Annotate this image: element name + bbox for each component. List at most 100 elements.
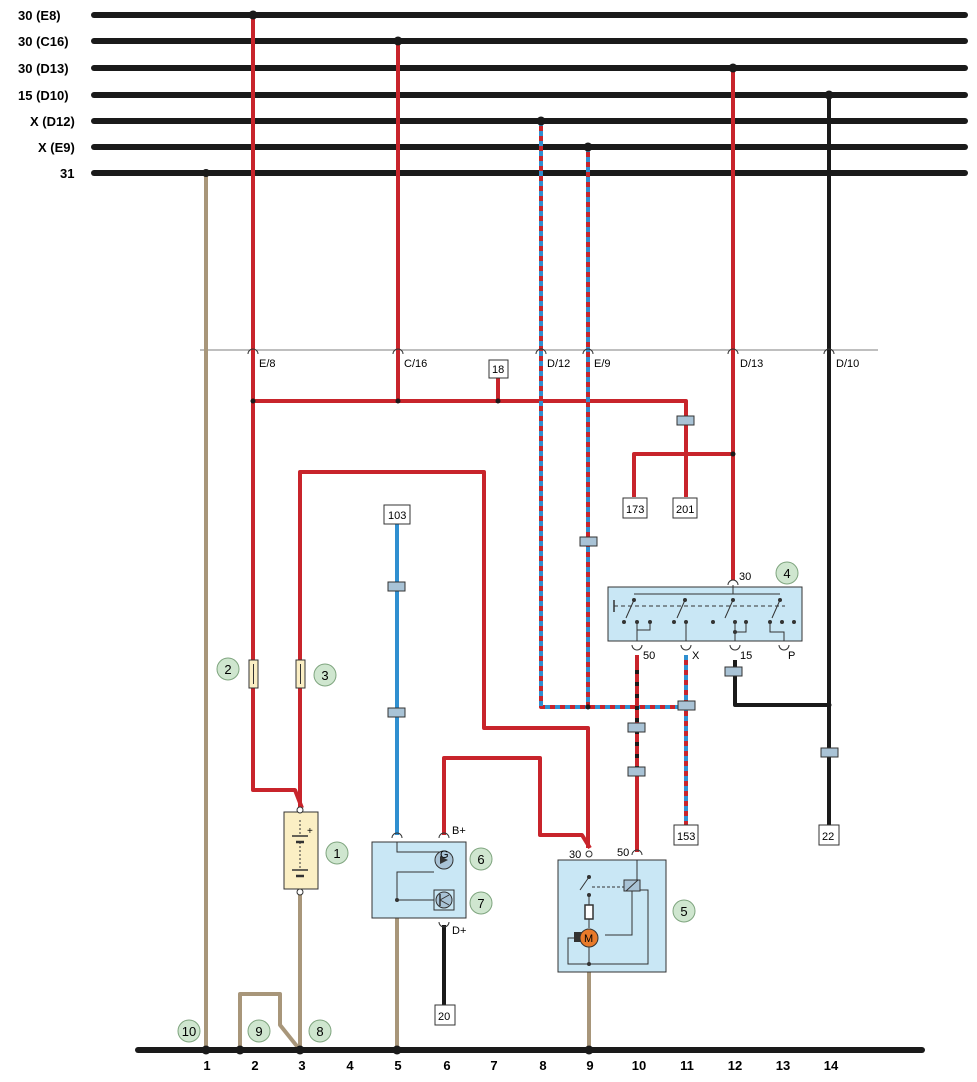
rail-label-15-d10: 15 (D10): [18, 88, 69, 103]
wire-feed-18-201: [253, 399, 688, 497]
callout-4-label: 4: [783, 566, 790, 581]
rail-label-30-d13: 30 (D13): [18, 61, 69, 76]
callout-10: [177, 1019, 201, 1043]
callout-8: [308, 1019, 332, 1043]
ground-junctions: [201, 1045, 594, 1055]
reference-boxes: [383, 359, 840, 1026]
junction-18: [495, 398, 501, 404]
col-2: 2: [251, 1058, 258, 1073]
col-3: 3: [298, 1058, 305, 1073]
wire-173: [632, 452, 733, 497]
rail-label-x-e9: X (E9): [38, 140, 75, 155]
junction-173: [730, 451, 736, 457]
callout-6-label: 6: [477, 852, 484, 867]
ref-box-153: [673, 824, 699, 846]
junction-e8: [248, 10, 258, 20]
starter: M: [557, 849, 667, 973]
ref-label-103: 103: [388, 510, 406, 522]
connector-label-c16: C/16: [404, 358, 427, 370]
col-13: 13: [776, 1058, 790, 1073]
junction-31: [202, 169, 210, 177]
ref-box-20: [434, 1004, 456, 1026]
rail-label-30-c16: 30 (C16): [18, 34, 69, 49]
switch-pin-30: 30: [739, 571, 751, 583]
callout-4: [775, 561, 799, 585]
generator: G: [371, 832, 467, 928]
callout-2-label: 2: [224, 662, 231, 677]
switch-pin-50: 50: [643, 650, 655, 662]
plug-103-a: [387, 581, 406, 592]
callouts: [177, 561, 799, 1043]
svg-text:+: +: [307, 826, 313, 837]
starter-pin-30: 30: [569, 849, 581, 861]
callout-1-label: 1: [333, 846, 340, 861]
plug-103-b: [387, 707, 406, 718]
switch-pin-15: 15: [740, 650, 752, 662]
wire-15-to-d10: [733, 660, 829, 707]
junction-d10-15: [826, 702, 832, 708]
wire-d12-stripe: [539, 121, 688, 825]
connector-label-e8: E/8: [259, 358, 276, 370]
bus-rails: [91, 12, 968, 176]
column-numbers: 1 2 3 4 5 6 7 8 9 10 11 12 13 14: [203, 1058, 839, 1073]
callout-8-label: 8: [316, 1024, 323, 1039]
wire-bplus: [442, 756, 592, 850]
connector-mark-d10: [823, 348, 835, 355]
plug-e9: [579, 536, 598, 547]
inline-plugs: [387, 415, 839, 777]
ignition-switch: [607, 579, 803, 651]
ref-box-103: [383, 504, 411, 525]
junction-e9: [583, 142, 593, 152]
callout-7-label: 7: [477, 896, 484, 911]
connector-markers: [247, 348, 835, 355]
junction-feed: [250, 398, 256, 404]
wire-d12: [539, 121, 688, 825]
ref-label-18: 18: [492, 364, 504, 376]
ref-box-22: [818, 824, 840, 846]
motor-m-label: M: [584, 933, 593, 945]
starter-pin-50: 50: [617, 847, 629, 859]
connector-mark-d13: [727, 348, 739, 355]
battery: +: [283, 806, 319, 896]
callout-10-label: 10: [182, 1024, 196, 1039]
wire-fuse3: [298, 470, 590, 848]
connector-label-d10: D/10: [836, 358, 859, 370]
callout-7: [469, 891, 493, 915]
col-1: 1: [203, 1058, 210, 1073]
switch-pin-x: X: [692, 650, 700, 662]
ref-label-20: 20: [438, 1011, 450, 1023]
plug-50-b: [627, 766, 646, 777]
connector-mark-e9: [582, 348, 594, 355]
fuse-3: [295, 659, 306, 689]
generator-dplus-label: D+: [452, 925, 466, 937]
rail-label-31: 31: [60, 166, 74, 181]
ref-label-22: 22: [822, 831, 834, 843]
plug-15: [724, 666, 743, 677]
col-8: 8: [539, 1058, 546, 1073]
connector-mark-d12: [535, 348, 547, 355]
connector-mark-e8: [247, 348, 259, 355]
plug-x: [677, 700, 696, 711]
col-11: 11: [680, 1058, 694, 1073]
junction-d12-e9: [585, 704, 591, 710]
ref-box-173: [622, 497, 648, 519]
ref-label-173: 173: [626, 504, 644, 516]
wire-ground-strap: [238, 992, 302, 1052]
callout-9: [247, 1019, 271, 1043]
col-6: 6: [443, 1058, 450, 1073]
callout-6: [469, 847, 493, 871]
generator-bplus-label: B+: [452, 825, 466, 837]
callout-5-label: 5: [680, 904, 687, 919]
junction-c16: [393, 36, 403, 46]
rail-label-30-e8: 30 (E8): [18, 8, 61, 23]
callout-3-label: 3: [321, 668, 328, 683]
connector-mark-c16: [392, 348, 404, 355]
wire-e8: [251, 15, 304, 809]
col-10: 10: [632, 1058, 646, 1073]
generator-g-label: G: [440, 849, 449, 861]
callout-5: [672, 899, 696, 923]
ref-box-18: [488, 359, 509, 379]
rail-label-x-d12: X (D12): [30, 114, 75, 129]
junctions: [202, 10, 834, 710]
